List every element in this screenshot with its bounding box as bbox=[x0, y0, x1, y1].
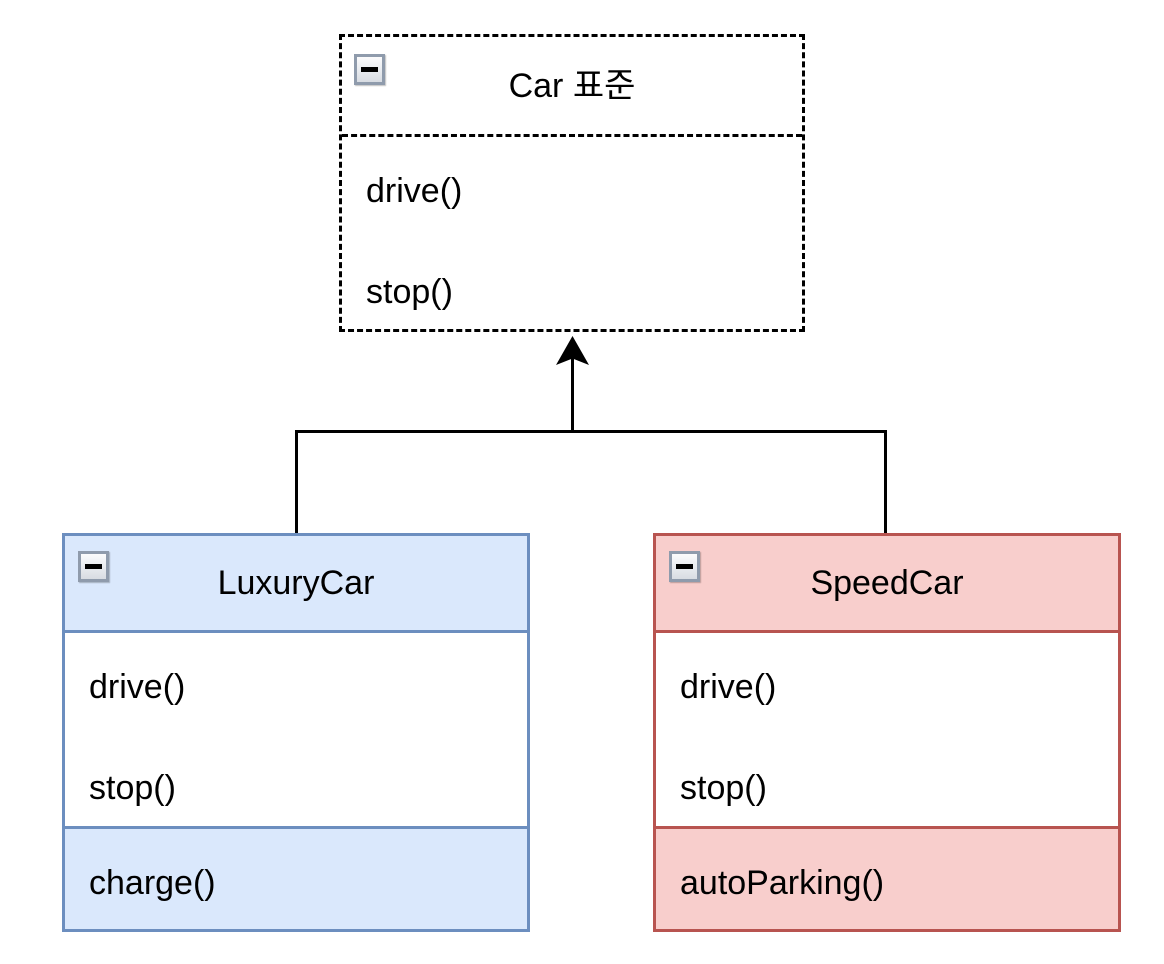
class-box-speedcar[interactable]: SpeedCar drive() stop() autoParking() bbox=[653, 533, 1121, 932]
class-extra-methods-section: charge() bbox=[65, 829, 527, 929]
method-label: drive() bbox=[89, 668, 186, 706]
collapse-minus-icon[interactable] bbox=[354, 54, 385, 85]
inheritance-arrowhead-icon bbox=[556, 336, 589, 365]
inheritance-edge-stem bbox=[571, 356, 574, 432]
class-methods-section: drive() stop() bbox=[342, 137, 802, 329]
method-label: autoParking() bbox=[680, 864, 885, 902]
method-label: drive() bbox=[366, 172, 463, 210]
method-label: stop() bbox=[680, 769, 767, 807]
class-extra-methods-section: autoParking() bbox=[656, 829, 1118, 929]
class-title-bar: LuxuryCar bbox=[65, 536, 527, 633]
class-methods-section: drive() stop() bbox=[65, 633, 527, 829]
method-label: drive() bbox=[680, 668, 777, 706]
class-title: SpeedCar bbox=[810, 564, 964, 602]
class-title: Car 표준 bbox=[508, 66, 636, 105]
inheritance-edge-speed bbox=[884, 430, 887, 533]
class-methods-section: drive() stop() bbox=[656, 633, 1118, 829]
class-box-luxurycar[interactable]: LuxuryCar drive() stop() charge() bbox=[62, 533, 530, 932]
collapse-minus-icon[interactable] bbox=[669, 551, 700, 582]
class-title-bar: Car 표준 bbox=[342, 37, 802, 137]
class-title: LuxuryCar bbox=[217, 564, 375, 602]
method-label: stop() bbox=[366, 273, 453, 311]
class-box-car-standard[interactable]: Car 표준 drive() stop() bbox=[339, 34, 805, 332]
collapse-minus-icon[interactable] bbox=[78, 551, 109, 582]
minus-glyph bbox=[85, 564, 102, 569]
minus-glyph bbox=[361, 67, 378, 72]
class-title-bar: SpeedCar bbox=[656, 536, 1118, 633]
inheritance-edge-luxury bbox=[295, 430, 298, 533]
inheritance-edge-horizontal bbox=[295, 430, 887, 433]
method-label: charge() bbox=[89, 864, 216, 902]
minus-glyph bbox=[676, 564, 693, 569]
method-label: stop() bbox=[89, 769, 176, 807]
